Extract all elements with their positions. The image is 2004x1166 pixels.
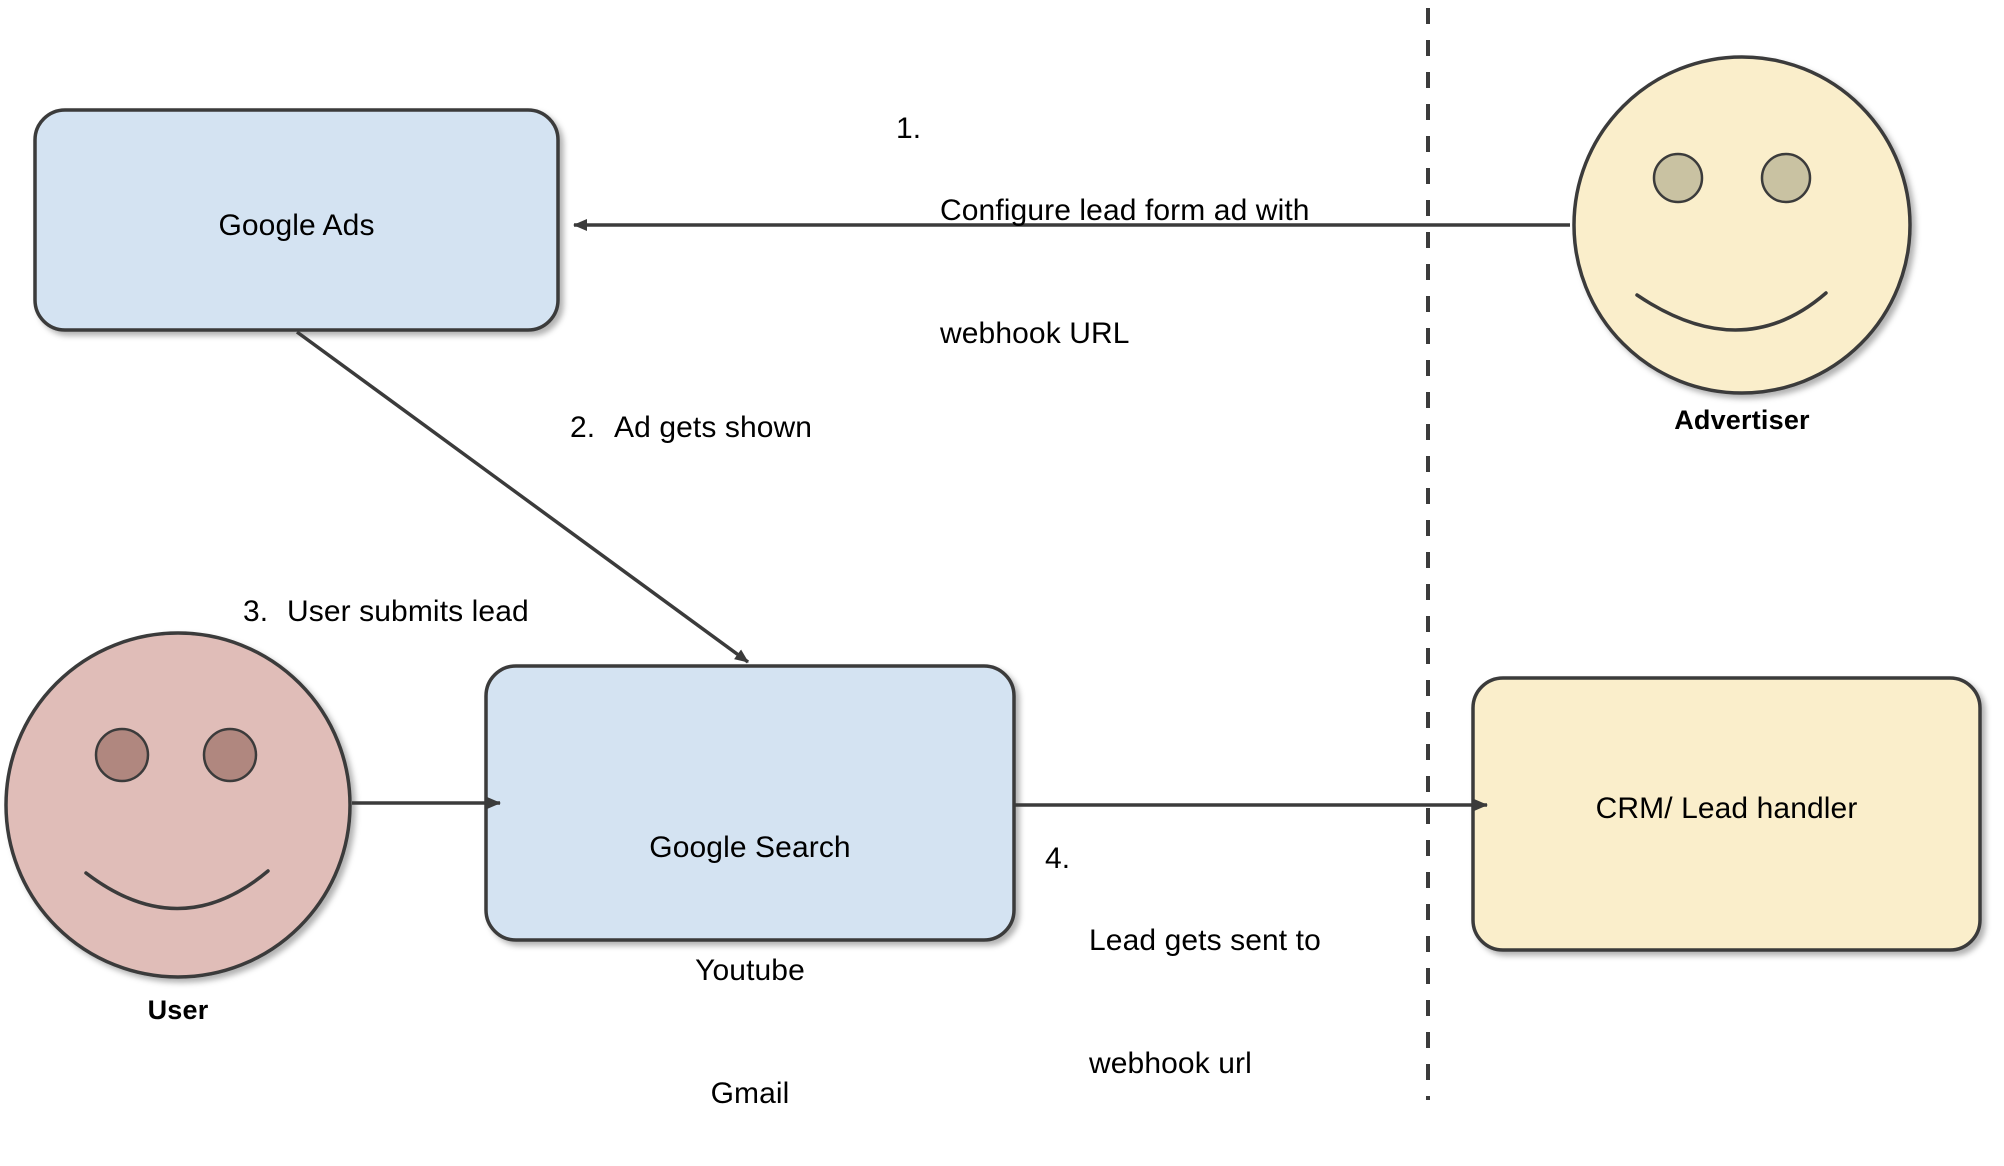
user-caption: User bbox=[147, 995, 209, 1025]
user-left-eye-icon bbox=[94, 727, 150, 783]
edge-label-step-1-index: 1. bbox=[896, 112, 922, 145]
edge-label-step-3-text: User submits lead bbox=[287, 595, 529, 628]
edge-label-step-4: 4. Lead gets sent to webhook url bbox=[1045, 838, 1445, 1166]
edge-label-step-3: 3. User submits lead bbox=[243, 591, 643, 632]
advertiser-left-eye-icon bbox=[1652, 152, 1704, 204]
edge-label-step-1-text: Configure lead form ad with webhook URL bbox=[940, 108, 1310, 436]
edge-label-step-4-text: Lead gets sent to webhook url bbox=[1089, 838, 1321, 1166]
advertiser-caption: Advertiser bbox=[1674, 405, 1810, 435]
node-google-surfaces[interactable] bbox=[484, 664, 1016, 942]
edge-label-step-2-text: Ad gets shown bbox=[614, 411, 813, 444]
user-face-circle[interactable] bbox=[4, 631, 352, 979]
edge-label-step-4-line2: webhook url bbox=[1089, 1047, 1252, 1080]
arrow-google-ads-to-surfaces bbox=[295, 330, 750, 664]
node-crm[interactable] bbox=[1471, 676, 1982, 952]
edge-label-step-2-index: 2. bbox=[570, 411, 596, 444]
edge-label-step-1-line2: webhook URL bbox=[940, 317, 1130, 350]
edge-label-step-4-index: 4. bbox=[1045, 842, 1071, 875]
edge-label-step-2: 2. Ad gets shown bbox=[570, 407, 970, 448]
google-surfaces-box[interactable] bbox=[484, 664, 1016, 942]
node-user[interactable] bbox=[4, 631, 352, 979]
node-google-ads[interactable] bbox=[33, 108, 560, 332]
advertiser-right-eye-icon bbox=[1760, 152, 1812, 204]
edge-label-step-4-line1: Lead gets sent to bbox=[1089, 924, 1321, 957]
user-smile-icon bbox=[84, 869, 270, 911]
crm-box[interactable] bbox=[1471, 676, 1982, 952]
advertiser-face-circle[interactable] bbox=[1572, 55, 1912, 395]
edge-label-step-3-index: 3. bbox=[243, 595, 269, 628]
edge-label-step-1: 1. Configure lead form ad with webhook U… bbox=[896, 108, 1396, 436]
advertiser-smile-icon bbox=[1635, 291, 1828, 332]
google-ads-box[interactable] bbox=[33, 108, 560, 332]
node-advertiser[interactable] bbox=[1572, 55, 1912, 395]
edge-label-step-1-line1: Configure lead form ad with bbox=[940, 194, 1310, 227]
user-right-eye-icon bbox=[202, 727, 258, 783]
diagram-canvas bbox=[4, 8, 1982, 1100]
